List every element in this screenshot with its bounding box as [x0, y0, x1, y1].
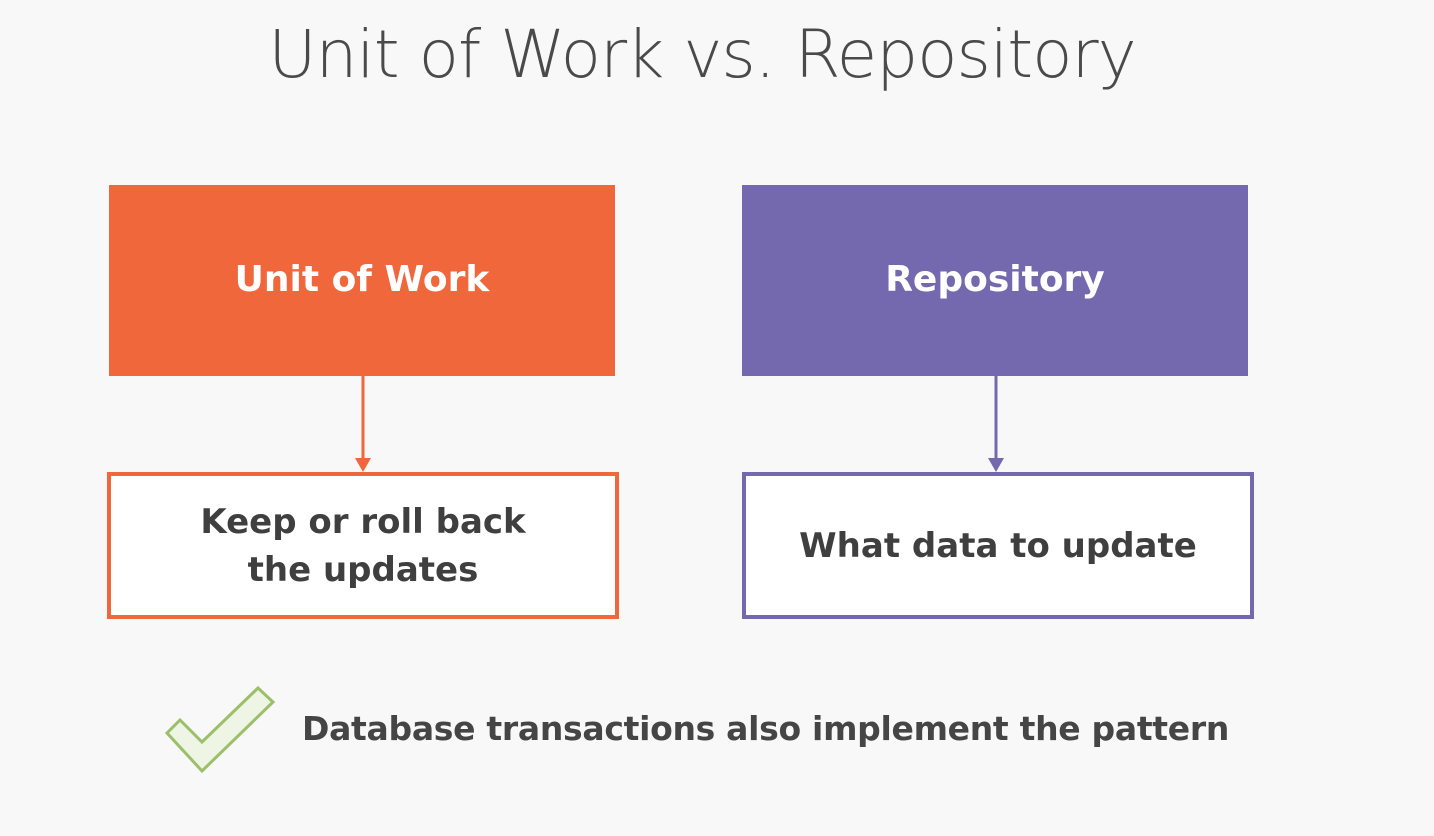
repository-arrow — [988, 376, 1004, 472]
unit-of-work-description-box: Keep or roll back the updates — [107, 472, 619, 619]
unit-of-work-description-line2: the updates — [247, 549, 479, 590]
repository-description-box: What data to update — [742, 472, 1254, 619]
repository-description: What data to update — [799, 525, 1197, 566]
check-icon — [164, 686, 276, 774]
footer-note: Database transactions also implement the… — [302, 709, 1230, 748]
repository-box: Repository — [742, 185, 1248, 376]
unit-of-work-arrow — [355, 376, 371, 472]
unit-of-work-heading: Unit of Work — [234, 259, 490, 300]
repository-heading: Repository — [885, 259, 1105, 300]
unit-of-work-box: Unit of Work — [109, 185, 615, 376]
slide-title: Unit of Work vs. Repository — [268, 16, 1136, 93]
unit-of-work-description-line1: Keep or roll back — [200, 501, 526, 542]
